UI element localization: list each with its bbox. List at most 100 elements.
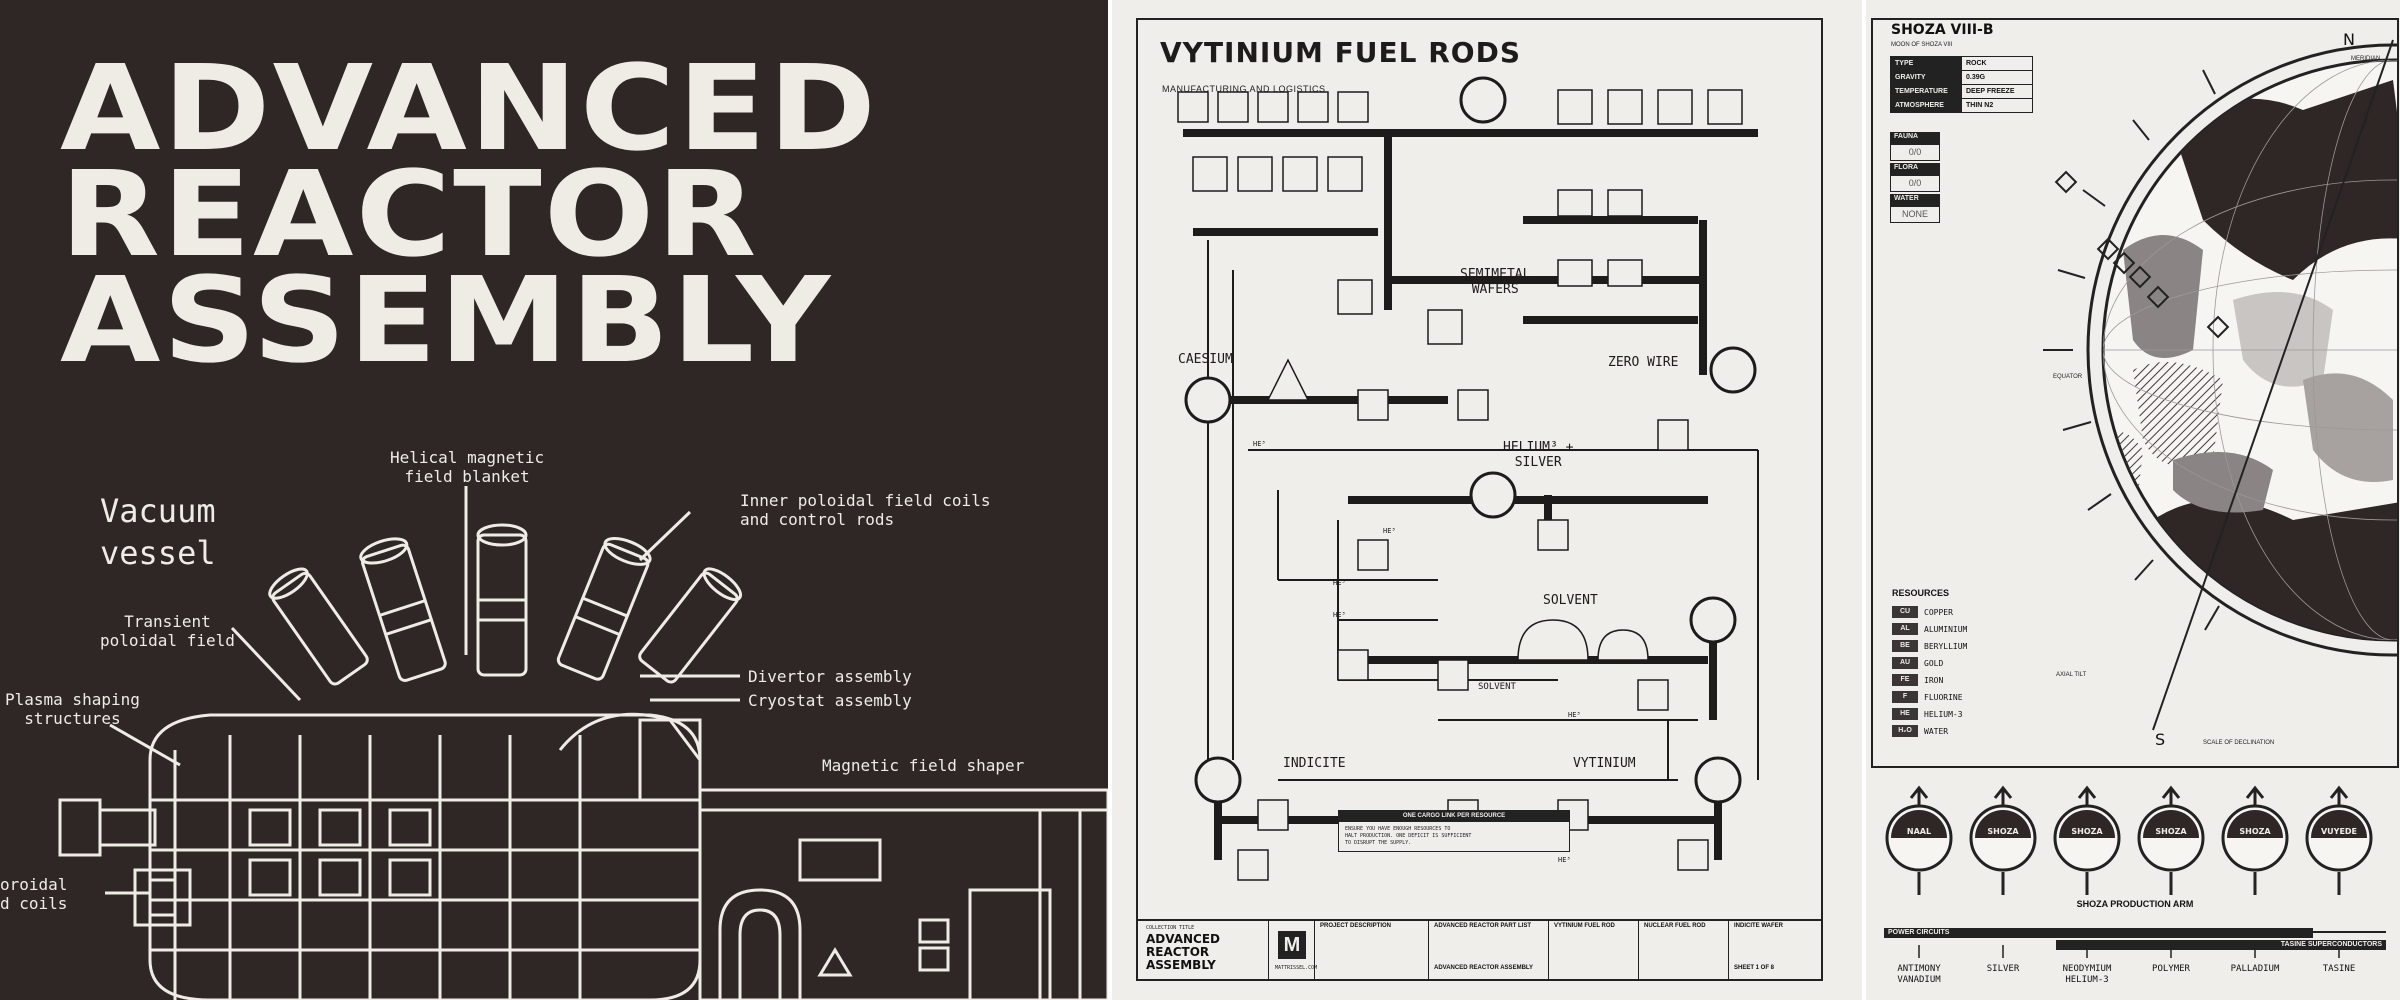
production-arm-title: SHOZA PRODUCTION ARM <box>2076 899 2194 909</box>
moon-globe <box>2043 39 2397 731</box>
axial-tilt-label: AXIAL TILT <box>2056 672 2087 678</box>
logo-m: M <box>1278 931 1306 959</box>
footer-divider-2 <box>1314 921 1315 979</box>
arm-item: POLYMER <box>2152 964 2190 974</box>
svg-text:HE³: HE³ <box>1333 611 1346 619</box>
cargo-link-title: ONE CARGO LINK PER RESOURCE <box>1339 811 1569 822</box>
water-label: WATER <box>1890 194 1940 207</box>
arm-item: TASINE <box>2322 964 2356 974</box>
arm-item: NEODYMIUM HELIUM-3 <box>2062 964 2112 985</box>
map-frame: N S MERIDIAN EQUATOR AXIAL TILT SCALE OF… <box>1871 18 2399 768</box>
water-block: WATER NONE <box>1890 194 1940 223</box>
parts-col-2: NUCLEAR FUEL ROD <box>1644 923 1706 929</box>
label-inner-poloidal: Inner poloidal field coils and control r… <box>740 491 991 529</box>
poster-subtitle: MANUFACTURING AND LOGISTICS <box>1162 84 1326 94</box>
title-line-2: REACTOR <box>60 145 759 283</box>
flora-block: FLORA 0/0 <box>1890 163 1940 192</box>
declination-label: SCALE OF DECLINATION <box>2203 740 2275 746</box>
arm-item: ANTIMONY VANADIUM <box>1897 964 1941 985</box>
collection-label: COLLECTION TITLE <box>1146 925 1195 931</box>
parts-col-3: INDICITE WAFER <box>1734 923 1783 929</box>
medal-labels: NAAL SHOZA SHOZA SHOZA SHOZA VUYEDE <box>1907 827 2357 836</box>
arm-item: PALLADIUM <box>2230 964 2280 974</box>
medal-label: SHOZA <box>2239 827 2271 836</box>
poster-title: VYTINIUM FUEL RODS <box>1160 36 1522 69</box>
moon-subtitle: MOON OF SHOZA VIII <box>1891 42 1953 48</box>
he3-marker-1: HE³ <box>1253 440 1266 448</box>
poster-frame: VYTINIUM FUEL RODS MANUFACTURING AND LOG… <box>1136 18 1823 981</box>
equator-label: EQUATOR <box>2053 374 2083 380</box>
svg-text:HE³: HE³ <box>1333 579 1346 587</box>
collection-title: ADVANCED REACTOR ASSEMBLY <box>1146 932 1221 972</box>
flora-label: FLORA <box>1890 163 1940 176</box>
node-vytinium: VYTINIUM <box>1573 756 1636 771</box>
flow-diagram: HE³ HE³ HE³ HE³ HE³ HE³ <box>1177 76 1759 881</box>
poster-footer: COLLECTION TITLE ADVANCED REACTOR ASSEMB… <box>1138 919 1821 979</box>
medal-label: NAAL <box>1907 827 1931 836</box>
title-line-1: ADVANCED <box>60 39 879 177</box>
node-helium-silver: HELIUM³ + SILVER <box>1503 440 1574 470</box>
fauna-label: FAUNA <box>1890 132 1940 145</box>
label-vacuum-vessel: Vacuum vessel <box>100 492 216 572</box>
he3-markers: HE³ HE³ HE³ HE³ HE³ HE³ <box>1253 440 1581 864</box>
cargo-link-note: ONE CARGO LINK PER RESOURCE ENSURE YOU H… <box>1338 810 1570 852</box>
reactor-blueprint-panel: ADVANCED REACTOR ASSEMBLY <box>0 0 1108 1000</box>
label-transient: Transient poloidal field <box>100 612 235 650</box>
moon-title: SHOZA VIII-B <box>1891 22 1994 38</box>
project-label: PROJECT DESCRIPTION <box>1320 923 1392 929</box>
svg-text:HE³: HE³ <box>1568 711 1581 719</box>
node-caesium: CAESIUM <box>1178 352 1233 367</box>
medal-label: VUYEDE <box>2321 827 2357 836</box>
tasine-bar: TASINE SUPERCONDUCTORS <box>2056 940 2386 950</box>
compass-north: N <box>2343 30 2355 49</box>
label-divertor: Divertor assembly <box>748 667 912 686</box>
label-toroidal: oroidal d coils <box>0 875 68 913</box>
moon-map-panel: N S MERIDIAN EQUATOR AXIAL TILT SCALE OF… <box>1862 0 2400 1000</box>
label-plasma: Plasma shaping structures <box>5 690 140 728</box>
medal-label: SHOZA <box>1987 827 2019 836</box>
sheet-number: SHEET 1 OF 8 <box>1734 965 1775 971</box>
cargo-link-text: ENSURE YOU HAVE ENOUGH RESOURCES TO HALT… <box>1345 826 1472 846</box>
site-name: MATTRISSEL.COM <box>1275 965 1318 971</box>
footer-divider-4 <box>1548 921 1549 979</box>
meridian-label: MERIDIAN <box>2351 56 2381 62</box>
compass-south: S <box>2155 730 2166 749</box>
reactor-drawing <box>58 486 1108 1000</box>
node-solvent: SOLVENT <box>1543 593 1598 608</box>
footer-divider-3 <box>1428 921 1429 979</box>
fauna-value: 0/0 <box>1890 145 1940 161</box>
parts-col-1: VYTINIUM FUEL ROD <box>1554 923 1615 929</box>
node-indicite: INDICITE <box>1283 756 1346 771</box>
node-zero-wire: ZERO WIRE <box>1608 355 1679 370</box>
footer-divider-6 <box>1728 921 1729 979</box>
flora-value: 0/0 <box>1890 176 1940 192</box>
main-title: ADVANCED REACTOR ASSEMBLY <box>60 39 879 389</box>
node-solvent-low: SOLVENT <box>1478 682 1516 692</box>
svg-text:HE³: HE³ <box>1383 527 1396 535</box>
production-arm-drawing: NAAL SHOZA SHOZA SHOZA SHOZA VUYEDE <box>1884 785 2386 958</box>
title-line-3: ASSEMBLY <box>60 251 833 389</box>
footer-divider-1 <box>1268 921 1269 979</box>
fuel-rods-poster-panel: VYTINIUM FUEL RODS MANUFACTURING AND LOG… <box>1108 0 1862 1000</box>
arm-item: SILVER <box>1986 964 2020 974</box>
node-semimetal-wafers: SEMIMETAL WAFERS <box>1460 267 1531 297</box>
footer-divider-5 <box>1638 921 1639 979</box>
svg-text:HE³: HE³ <box>1558 856 1571 864</box>
footer-bottom-title: ADVANCED REACTOR ASSEMBLY <box>1434 965 1534 971</box>
fauna-block: FAUNA 0/0 <box>1890 132 1940 161</box>
water-value: NONE <box>1890 207 1940 223</box>
medal-label: SHOZA <box>2071 827 2103 836</box>
